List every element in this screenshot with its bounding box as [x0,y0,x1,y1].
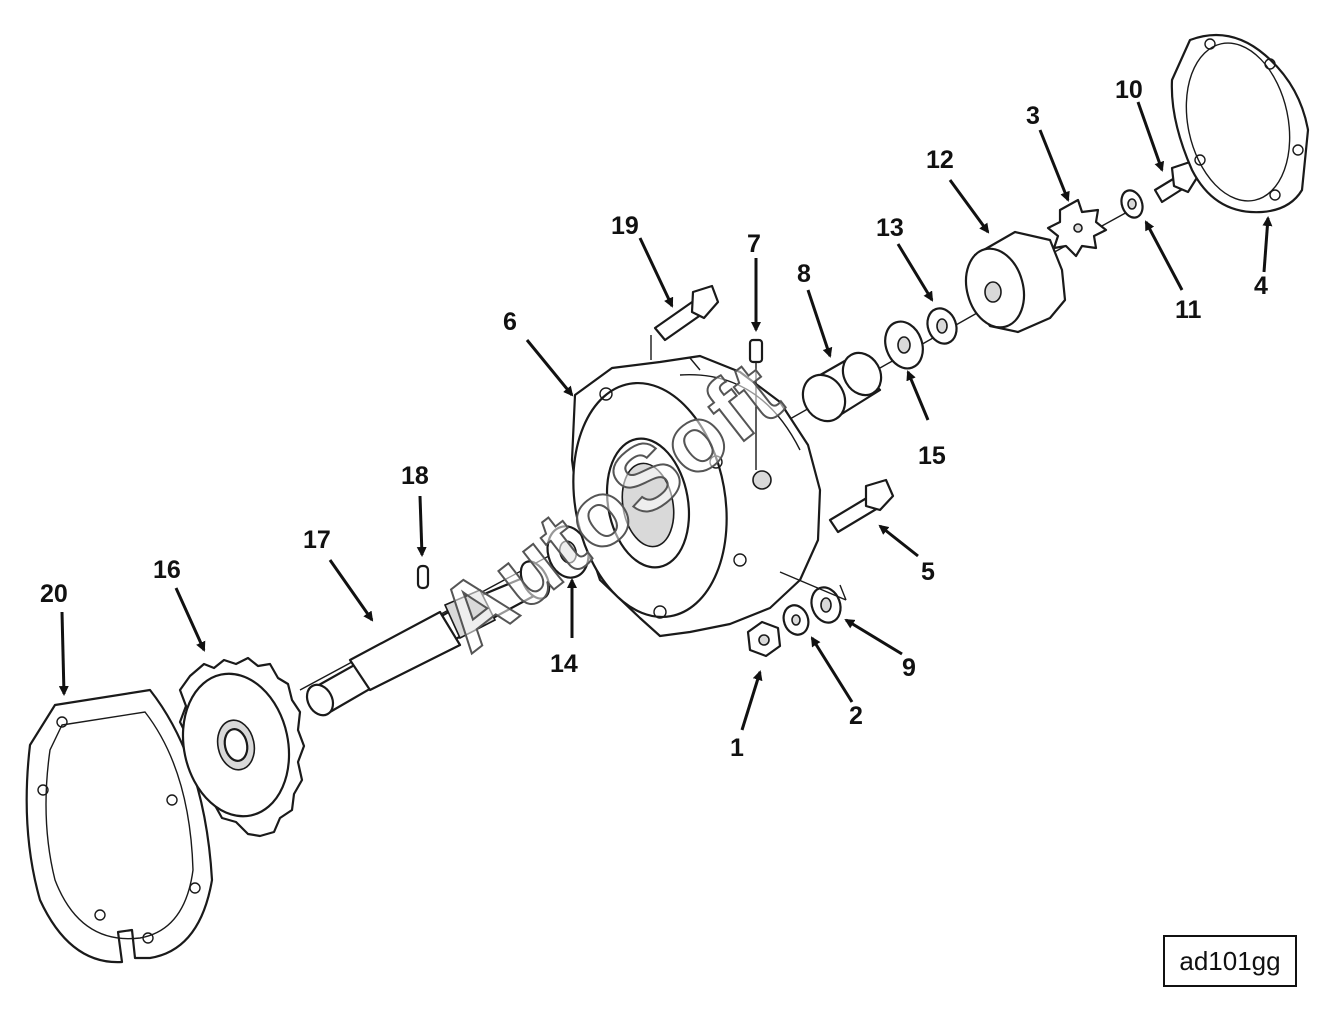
callout-10: 10 [1115,76,1143,104]
callout-5: 5 [921,558,935,586]
impeller-body [964,230,1067,334]
washer-9 [779,571,847,624]
callout-17: 17 [303,526,331,554]
callout-9: 9 [902,654,916,682]
callout-18: 18 [401,462,429,490]
callout-7: 7 [747,230,761,258]
capscrew-lower [828,478,895,534]
washer-11 [1120,189,1144,219]
callout-4: 4 [1254,272,1268,300]
washer-2 [782,604,810,636]
callout-20: 20 [40,580,68,608]
callout-labels: 1 2 3 4 5 6 7 8 9 10 11 12 13 14 15 16 1… [40,76,1268,762]
callout-16: 16 [153,556,181,584]
bushing [801,351,883,423]
figure-code-label: ad101gg [1163,935,1297,987]
callout-2: 2 [849,702,863,730]
callout-11: 11 [1175,296,1202,324]
callout-3: 3 [1026,102,1040,130]
callout-14: 14 [550,650,578,678]
callout-19: 19 [611,212,639,240]
callout-15: 15 [918,442,946,470]
drive-gear [178,656,306,838]
callout-13: 13 [876,214,904,242]
woodruff-key [416,564,430,590]
callout-1: 1 [730,734,744,762]
pipe-plug [748,338,764,470]
pump-shaft [305,560,551,717]
callout-leaders [58,101,1273,731]
seal-ring [546,525,590,579]
seal-13 [926,307,958,345]
callout-12: 12 [926,146,954,174]
callout-8: 8 [797,260,811,288]
impeller-vanes [1046,198,1108,258]
capscrew-top [650,284,720,360]
callout-6: 6 [503,308,517,336]
pump-housing [570,354,822,638]
hex-nut [746,620,782,658]
gasket-right [1170,33,1310,214]
washer-15 [884,320,924,370]
